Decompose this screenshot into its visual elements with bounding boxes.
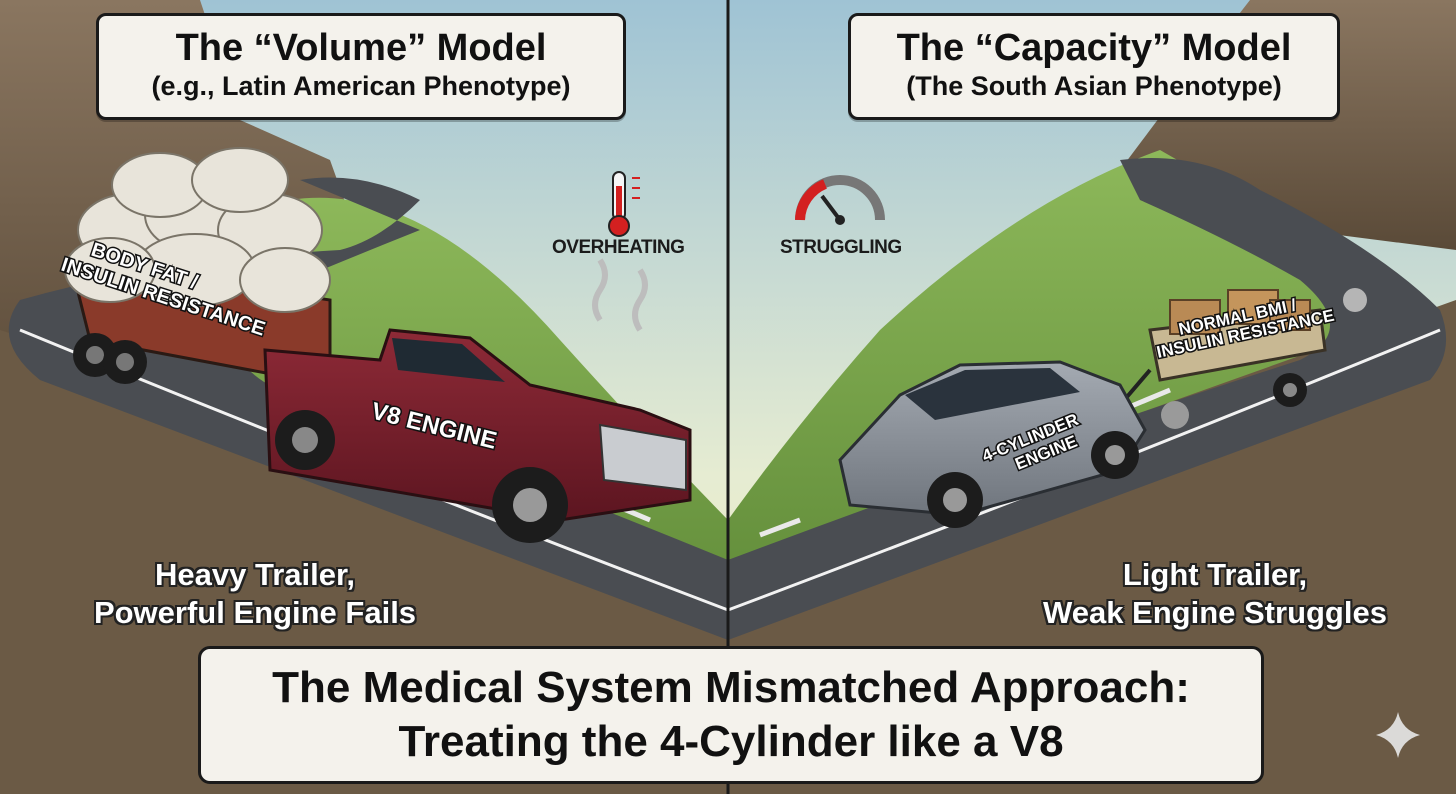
exhaust-smoke-car — [1161, 401, 1189, 429]
steam — [592, 258, 648, 332]
overheating-label: OVERHEATING — [552, 237, 685, 258]
heavy-trailer — [64, 147, 381, 387]
right-title: The “Capacity” Model — [896, 27, 1292, 69]
bottom-banner: The Medical System Mismatched Approach: … — [198, 646, 1264, 784]
sedan-car — [838, 360, 1147, 528]
right-title-box: The “Capacity” Model (The South Asian Ph… — [848, 13, 1340, 120]
left-caption-line2: Powerful Engine Fails — [93, 595, 417, 630]
bottom-banner-line1: The Medical System Mismatched Approach: — [272, 663, 1190, 712]
right-road — [728, 158, 1447, 640]
exhaust-smoke — [1343, 288, 1367, 312]
left-title: The “Volume” Model — [175, 27, 547, 69]
left-subtitle: (e.g., Latin American Phenotype) — [151, 71, 571, 101]
bottom-banner-line2: Treating the 4-Cylinder like a V8 — [398, 717, 1064, 766]
pickup-truck — [263, 328, 692, 543]
left-title-box: The “Volume” Model (e.g., Latin American… — [96, 13, 626, 120]
left-caption-line1: Heavy Trailer, — [155, 557, 355, 592]
right-caption: Light Trailer, Weak Engine Struggles — [1010, 556, 1420, 632]
speedometer-gauge-icon — [795, 175, 885, 225]
left-caption: Heavy Trailer, Powerful Engine Fails — [60, 556, 450, 632]
right-subtitle: (The South Asian Phenotype) — [906, 71, 1282, 101]
right-caption-line1: Light Trailer, — [1122, 557, 1308, 592]
right-caption-line2: Weak Engine Struggles — [1043, 595, 1387, 630]
struggling-label: STRUGGLING — [780, 237, 902, 258]
sparkle-icon — [1376, 712, 1420, 758]
thermometer-icon — [608, 171, 640, 237]
